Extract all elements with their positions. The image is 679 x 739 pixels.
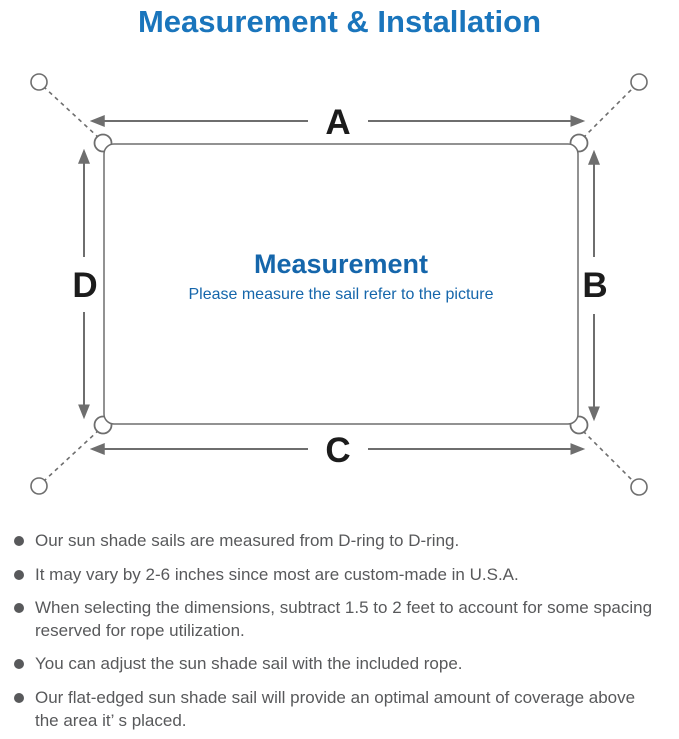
rope-dashed-line (582, 430, 634, 482)
note-item: Our flat-edged sun shade sail will provi… (12, 687, 667, 732)
rope-dashed-line (44, 429, 100, 481)
page-title: Measurement & Installation (137, 4, 542, 39)
bullet-icon (14, 603, 24, 614)
dimension-label-a: A (325, 103, 350, 142)
anchor-point-icon (630, 478, 648, 496)
note-text: When selecting the dimensions, subtract … (35, 598, 653, 640)
sail-outline (103, 143, 579, 425)
note-text: It may vary by 2-6 inches since most are… (35, 564, 519, 584)
note-item: When selecting the dimensions, subtract … (12, 597, 667, 642)
note-text: You can adjust the sun shade sail with t… (35, 654, 463, 674)
measurement-diagram: A C D B Measurement Please measure the s… (0, 54, 679, 514)
page: Measurement & Installation (0, 4, 679, 739)
note-item: It may vary by 2-6 inches since most are… (12, 564, 667, 587)
note-item: You can adjust the sun shade sail with t… (12, 653, 667, 676)
measurement-title: Measurement (254, 249, 428, 279)
bullet-icon (14, 569, 24, 580)
note-item: Our sun shade sails are measured from D-… (12, 530, 667, 553)
bullet-icon (14, 536, 24, 546)
note-text: Our sun shade sails are measured from D-… (35, 531, 460, 550)
dimension-label-d: D (72, 266, 97, 305)
note-text: Our flat-edged sun shade sail will provi… (35, 688, 636, 730)
anchor-point-icon (630, 73, 648, 91)
dimension-label-c: C (325, 431, 350, 470)
measurement-subtitle: Please measure the sail refer to the pic… (188, 286, 493, 303)
rope-dashed-line (44, 87, 100, 139)
anchor-point-icon (30, 477, 48, 495)
notes-list: Our sun shade sails are measured from D-… (12, 530, 667, 739)
bullet-icon (14, 659, 24, 670)
anchor-point-icon (30, 73, 48, 91)
dimension-label-b: B (582, 266, 607, 305)
bullet-icon (14, 693, 24, 704)
rope-dashed-line (582, 87, 634, 139)
